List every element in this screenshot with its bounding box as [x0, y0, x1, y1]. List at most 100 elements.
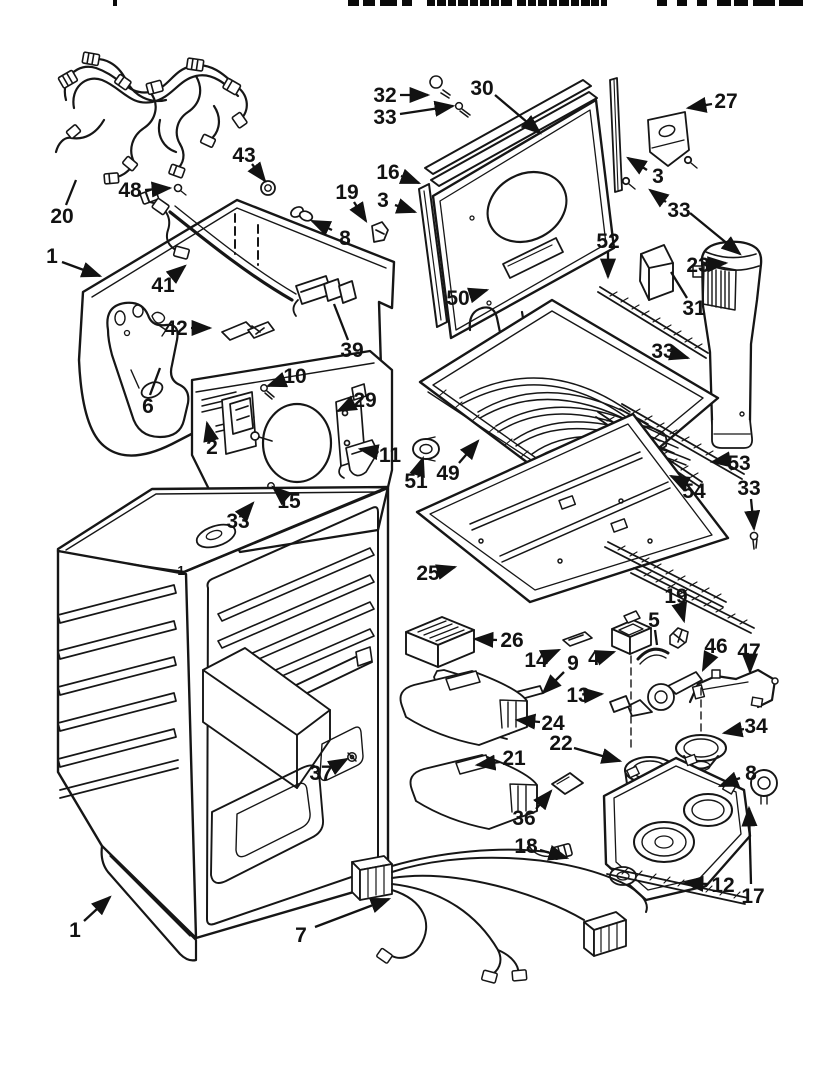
clipped-header-mark: [470, 0, 478, 6]
cabinet-base-flap: [100, 844, 198, 962]
callout-number-7: 7: [295, 924, 307, 947]
callout-17-53: 17: [741, 805, 765, 908]
clipped-header-mark: [538, 0, 547, 6]
callout-number-1: 1: [69, 919, 81, 942]
callout-number-9: 9: [567, 652, 579, 675]
callout-number-2: 2: [206, 436, 218, 459]
screw-37: [347, 752, 357, 762]
callout-number-39: 39: [340, 339, 363, 362]
part-tube-5: [636, 647, 670, 665]
callout-leader: [514, 713, 541, 730]
callout-54-32: 54: [668, 474, 706, 503]
clip-8-top: [290, 206, 314, 222]
callout-number-3: 3: [377, 189, 389, 212]
callout-33-27: 33: [226, 501, 255, 533]
callout-leader: [409, 455, 425, 479]
callout-46-41: 46: [701, 635, 728, 673]
callout-number-4: 4: [588, 647, 600, 670]
screw-33-panel: [454, 101, 471, 118]
callout-leader: [717, 771, 741, 788]
callout-20-0: 20: [50, 179, 78, 228]
clipped-header-mark: [380, 0, 397, 6]
callout-32-6: 32: [373, 84, 431, 107]
callout-leader: [593, 650, 617, 666]
part-ice-maker-12: [602, 753, 752, 905]
callout-leader: [668, 344, 691, 361]
clipped-header-mark: [677, 0, 687, 6]
callout-25-34: 25: [416, 562, 458, 585]
callout-30-8: 30: [470, 77, 542, 135]
callout-number-17: 17: [741, 885, 764, 908]
rail-30-upper: [424, 79, 592, 175]
callout-leader: [357, 444, 380, 461]
callout-number-26: 26: [500, 629, 523, 652]
part-wire-harness-7: [351, 848, 648, 984]
frame-clips: [478, 495, 653, 564]
callout-number-33: 33: [651, 340, 674, 363]
part-bracket-27: [621, 111, 698, 190]
clipped-header-mark: [113, 0, 117, 6]
callout-24-44: 24: [514, 712, 565, 735]
callout-leader: [247, 161, 267, 183]
callout-number-33: 33: [667, 199, 690, 222]
callout-number-19: 19: [664, 585, 687, 608]
callout-leader: [626, 156, 648, 175]
callout-leader: [309, 219, 333, 236]
callout-9-39: 9: [541, 652, 579, 695]
callout-7-55: 7: [295, 897, 392, 947]
callout-number-13: 13: [566, 684, 589, 707]
clipped-header-mark: [528, 0, 536, 6]
callout-number-19: 19: [335, 181, 358, 204]
callout-number-46: 46: [704, 635, 727, 658]
callout-leader: [467, 287, 490, 304]
callout-3-12: 3: [626, 156, 664, 188]
callout-leader: [744, 498, 761, 532]
callout-5-36: 5: [648, 609, 660, 646]
clipped-header-mark: [427, 0, 435, 6]
callout-47-42: 47: [737, 640, 761, 675]
callout-number-54: 54: [682, 480, 706, 503]
callout-6-21: 6: [142, 367, 162, 418]
callout-leader: [349, 201, 368, 223]
harness-connectors: [57, 51, 248, 185]
callout-16-9: 16: [376, 161, 422, 185]
callout-leader: [709, 451, 732, 468]
part-heater-tube-41: [151, 197, 297, 302]
clipped-header-mark: [491, 0, 499, 6]
part-gasket-36: [551, 772, 584, 795]
callout-33-13: 33: [648, 188, 742, 256]
callout-13-43: 13: [566, 684, 605, 707]
callout-number-21: 21: [502, 747, 526, 770]
callout-leader: [648, 188, 670, 208]
vent-slots: [201, 391, 255, 433]
callout-number-49: 49: [436, 462, 459, 485]
callout-15-26: 15: [271, 485, 301, 513]
callout-number-8: 8: [339, 227, 351, 250]
callout-number-51: 51: [404, 470, 428, 493]
callout-leader: [682, 875, 709, 892]
screw-10: [260, 384, 275, 400]
callout-leader: [533, 789, 553, 811]
callout-23-15: 23: [686, 254, 729, 277]
callout-leader: [435, 564, 458, 580]
clipped-header-mark: [402, 0, 412, 6]
callout-leader: [327, 757, 349, 776]
callout-leader: [474, 754, 501, 771]
callout-leader: [165, 264, 187, 284]
callout-leader: [64, 179, 78, 206]
callout-leader: [83, 895, 112, 922]
callout-number-20: 20: [50, 205, 73, 228]
callout-37-51: 37: [309, 757, 349, 785]
callout-number-32: 32: [373, 84, 396, 107]
callout-leader: [335, 395, 359, 413]
panel-handle-slot: [502, 237, 564, 279]
callout-leader: [689, 212, 742, 256]
clipped-header-mark: [734, 0, 748, 6]
callout-leader: [741, 805, 758, 885]
cabinet-side-ribs: [57, 584, 179, 799]
callout-leader: [541, 671, 565, 695]
callout-31-16: 31: [670, 271, 706, 320]
callout-29-23: 29: [335, 389, 377, 413]
callout-leader: [582, 687, 605, 704]
